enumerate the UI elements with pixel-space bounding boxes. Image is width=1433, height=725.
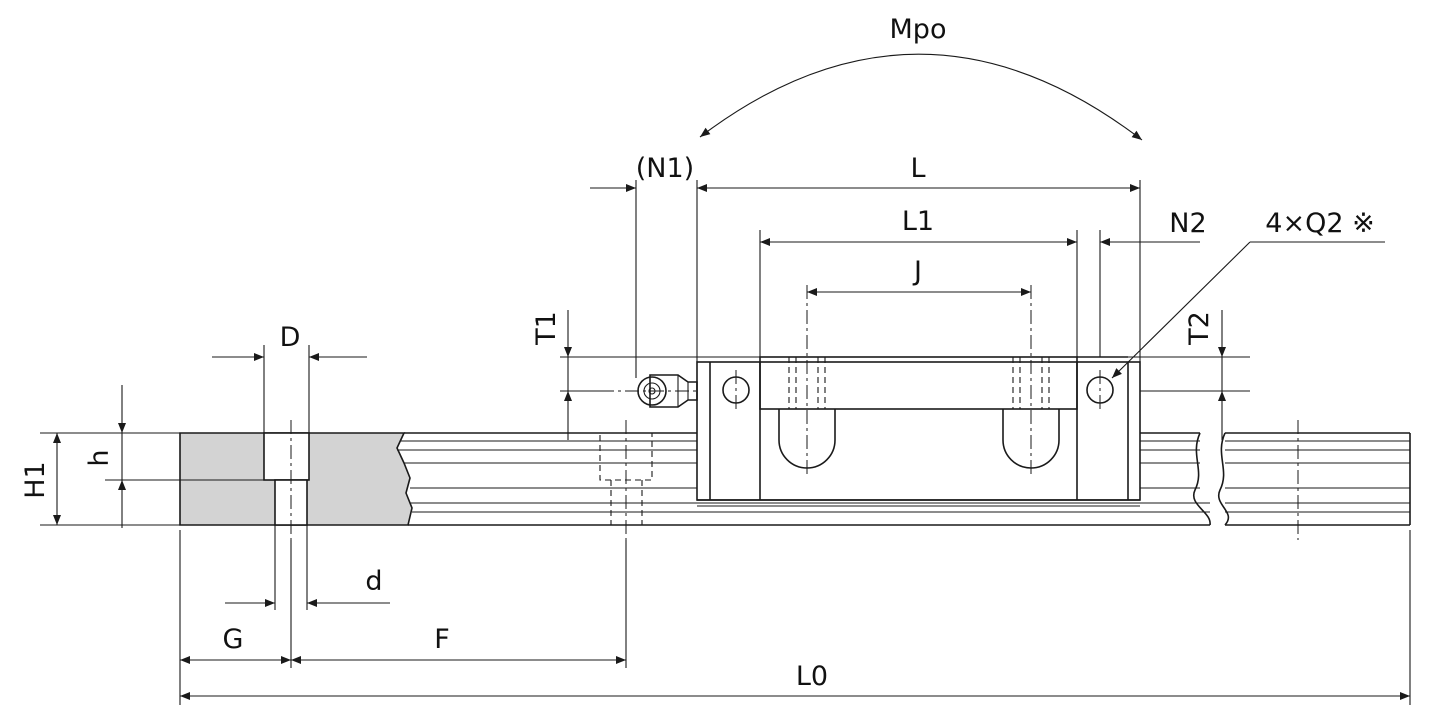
label-d-upper: D xyxy=(280,322,301,353)
label-t2: T2 xyxy=(1184,311,1215,346)
label-t1: T1 xyxy=(531,311,562,346)
rail xyxy=(179,420,1411,540)
label-n2: N2 xyxy=(1169,208,1206,239)
label-l1: L1 xyxy=(902,206,934,237)
label-l0: L0 xyxy=(796,661,828,692)
label-f: F xyxy=(434,624,450,655)
label-n1: (N1) xyxy=(636,153,694,184)
extension-lines xyxy=(40,180,1411,705)
label-h1: H1 xyxy=(20,461,51,498)
label-d-lower: d xyxy=(365,566,382,597)
label-j: J xyxy=(912,256,922,287)
dimension-labels: Mpo (N1) L L1 N2 4×Q2 ※ J T1 T2 D h H1 d… xyxy=(20,14,1375,692)
label-g: G xyxy=(223,624,244,655)
label-h: h xyxy=(84,449,115,466)
carriage-block xyxy=(696,285,1141,507)
label-l: L xyxy=(910,153,925,184)
label-mpo: Mpo xyxy=(890,14,947,45)
dimension-lines xyxy=(53,53,1410,700)
grease-nipple xyxy=(600,374,698,408)
rail-counterbore xyxy=(263,432,310,481)
label-q2: 4×Q2 ※ xyxy=(1265,208,1374,239)
